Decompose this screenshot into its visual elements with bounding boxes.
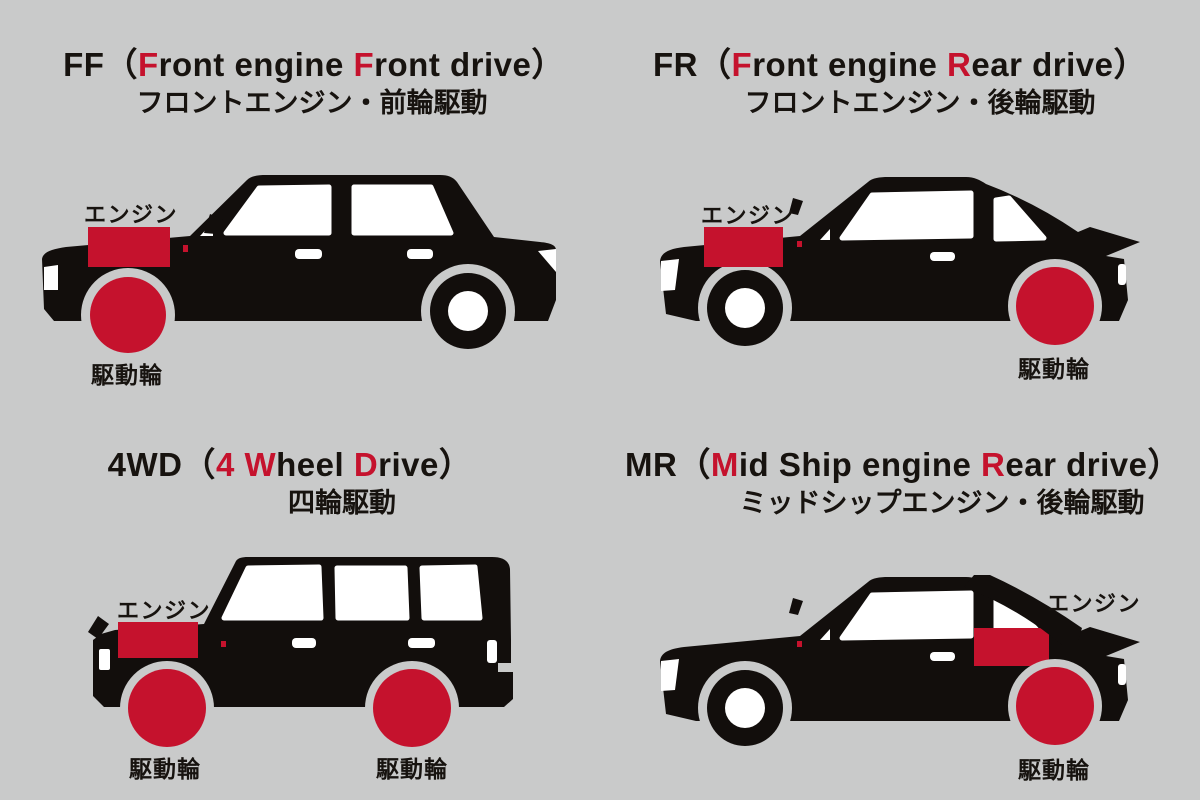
panel-mr: MR（Mid Ship engine Rear drive） ミッドシップエンジ… — [600, 400, 1200, 800]
engine-label: エンジン — [117, 598, 212, 623]
drive-wheel-label: 駆動輪 — [91, 362, 163, 388]
title-segment: ear drive） — [1005, 446, 1181, 483]
middle-window — [334, 565, 410, 621]
panel-title-mr: MR（Mid Ship engine Rear drive） — [603, 438, 1200, 486]
rear-drive-wheel — [373, 669, 451, 747]
panel-subtitle-mr: ミッドシップエンジン・後輪駆動 — [739, 488, 1145, 518]
title-segment: F — [731, 46, 753, 83]
marker-dot — [797, 641, 802, 647]
engine-box — [974, 628, 1049, 666]
panel-ff: FF（Front engine Front drive） フロントエンジン・前輪… — [0, 0, 600, 400]
taillight — [538, 249, 556, 272]
panel-fr: FR（Front engine Rear drive） フロントエンジン・後輪駆… — [600, 0, 1200, 400]
front-door-window — [223, 184, 332, 236]
quarter-glass — [820, 229, 830, 240]
front-door-handle — [295, 249, 322, 259]
panel-subtitle-ff: フロントエンジン・前輪駆動 — [136, 88, 488, 118]
engine-box — [704, 227, 783, 267]
marker-dot — [183, 245, 188, 252]
rear-door-handle — [408, 638, 435, 648]
panel-4wd: 4WD（4 Wheel Drive） 四輪駆動 エンジン 駆動輪 駆動輪 — [0, 400, 600, 800]
panel-title-4wd: 4WD（4 Wheel Drive） — [0, 438, 590, 486]
engine-box — [88, 227, 170, 267]
title-segment: F — [353, 46, 375, 83]
title-segment: R — [947, 46, 972, 83]
drive-wheel-label: 駆動輪 — [1018, 757, 1090, 783]
rear-drive-wheel — [1016, 267, 1094, 345]
taillight — [1118, 264, 1126, 285]
door-handle — [930, 652, 955, 661]
title-segment: M — [710, 446, 739, 483]
panel-title-ff: FF（Front engine Front drive） — [14, 38, 614, 86]
marker-dot — [797, 241, 802, 247]
headlight — [44, 265, 58, 290]
title-segment: ront drive） — [374, 46, 565, 83]
engine-box — [118, 622, 198, 658]
engine-label: エンジン — [1047, 591, 1142, 616]
title-segment: ear drive） — [971, 46, 1147, 83]
front-drive-wheel — [90, 277, 166, 353]
taillight — [487, 640, 497, 663]
side-mirror — [204, 214, 224, 234]
marker-dot — [221, 641, 226, 647]
engine-label: エンジン — [84, 202, 179, 227]
taillight — [1118, 664, 1126, 685]
title-segment: ront engine — [752, 46, 948, 83]
c-pillar-band — [964, 575, 1082, 645]
side-mirror — [88, 616, 109, 639]
sedan-silhouette — [42, 175, 556, 362]
panel-title-fr: FR（Front engine Rear drive） — [600, 38, 1200, 86]
title-segment: F — [137, 46, 159, 83]
windshield-window — [221, 564, 324, 621]
front-wheel-hub — [725, 288, 765, 328]
title-segment: FF（ — [63, 46, 138, 83]
quarter-window — [993, 195, 1047, 242]
rear-drive-wheel — [1016, 667, 1094, 745]
title-segment: heel — [276, 446, 354, 483]
title-segment: W — [244, 446, 277, 483]
title-segment: D — [353, 446, 379, 483]
panel-subtitle-4wd: 四輪駆動 — [288, 488, 396, 518]
coupe-silhouette — [660, 177, 1140, 355]
coupe-silhouette-mr — [660, 575, 1140, 755]
engine-label: エンジン — [701, 203, 796, 228]
windshield-window — [839, 590, 974, 641]
side-mirror — [789, 598, 803, 615]
side-mirror — [789, 198, 803, 215]
rear-window — [419, 564, 483, 621]
quarter-glass — [820, 629, 830, 640]
title-segment: id Ship engine — [738, 446, 982, 483]
front-door-handle — [292, 638, 316, 648]
rear-wheel-hub — [448, 291, 488, 331]
front-wheel-hub — [725, 688, 765, 728]
suv-silhouette — [88, 557, 513, 755]
rear-door-window — [351, 184, 454, 236]
front-drive-wheel — [128, 669, 206, 747]
panel-subtitle-fr: フロントエンジン・後輪駆動 — [744, 88, 1096, 118]
headlight — [99, 649, 110, 670]
title-segment: ront engine — [158, 46, 354, 83]
title-segment: rive） — [378, 446, 473, 483]
drive-wheel-label: 駆動輪 — [1018, 356, 1090, 382]
windshield-window — [839, 190, 974, 241]
headlight — [661, 659, 679, 691]
title-segment: 4WD（ — [107, 446, 216, 483]
title-segment: FR（ — [653, 46, 732, 83]
door-handle — [930, 252, 955, 261]
drive-wheel-label-front: 駆動輪 — [129, 756, 201, 782]
title-segment: MR（ — [625, 446, 711, 483]
title-segment: R — [981, 446, 1006, 483]
drive-wheel-label-rear: 駆動輪 — [376, 756, 448, 782]
rear-door-handle — [407, 249, 433, 259]
headlight — [661, 259, 679, 291]
title-segment: 4 — [215, 446, 235, 483]
